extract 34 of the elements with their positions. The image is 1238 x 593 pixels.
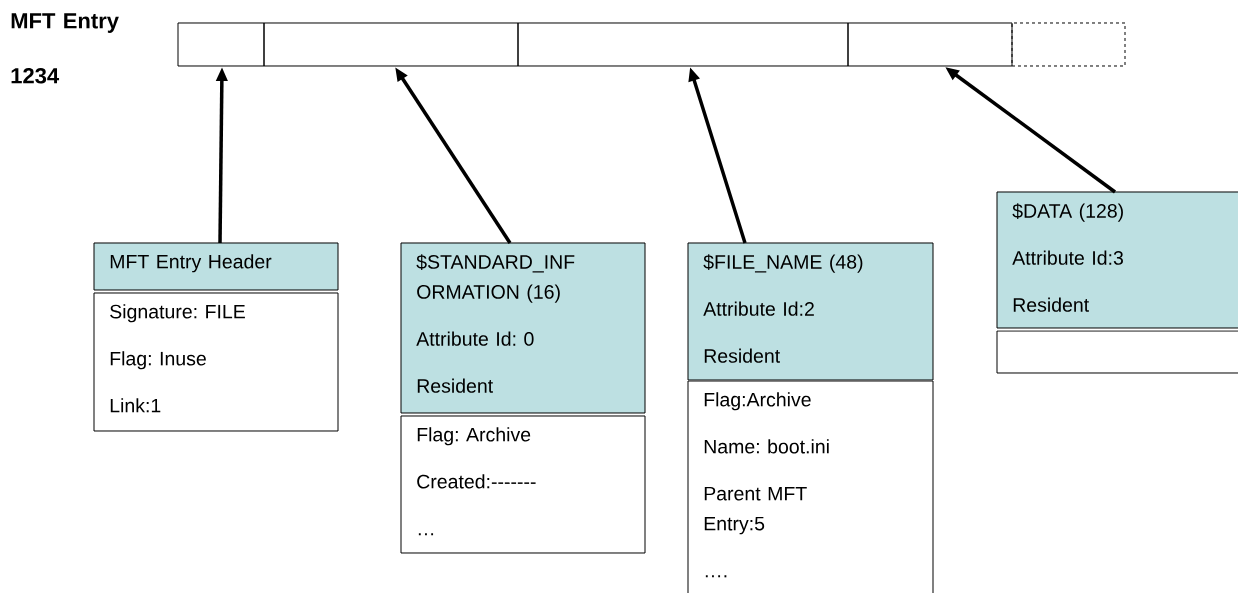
attribute-box [93,292,339,432]
field-text: $STANDARD_INF ORMATION (16) [416,254,575,303]
field-text: Signature: FILE [110,304,245,323]
field-text: …. [705,575,727,578]
field-text: Resident [1013,297,1089,312]
entry-title: MFT Entry 1234 [11,13,119,84]
field-text: $DATA (128) [1012,203,1123,222]
field-text: Parent MFT Entry:5 [704,486,807,535]
field-text: Attribute Id:2 [703,301,814,316]
header-box [996,191,1238,329]
field-text: Link:1 [110,398,161,413]
attribute-box [687,380,934,593]
header-box [93,242,339,291]
field-text: Resident [704,348,780,363]
field-text: Created:------- [417,474,536,489]
field-text: Attribute Id:3 [1012,250,1123,265]
entry-cell [177,22,265,67]
field-text: MFT Entry Header [110,254,272,273]
field-text: Attribute Id: 0 [416,331,534,346]
field-text: Flag:Archive [704,392,811,411]
entry-cell [1011,22,1126,67]
attribute-box [996,330,1238,374]
field-text: Flag: Inuse [110,351,206,370]
field-text: Flag: Archive [417,427,531,446]
entry-cell [517,22,849,67]
field-text: Name: boot.ini [704,439,829,454]
field-text: Resident [417,378,493,393]
field-text: $FILE_NAME (48) [703,254,863,273]
entry-cell [263,22,519,67]
field-text: … [418,533,434,536]
header-box [687,242,934,381]
header-box [400,242,646,414]
entry-cell [847,22,1013,67]
attribute-box [400,415,646,554]
